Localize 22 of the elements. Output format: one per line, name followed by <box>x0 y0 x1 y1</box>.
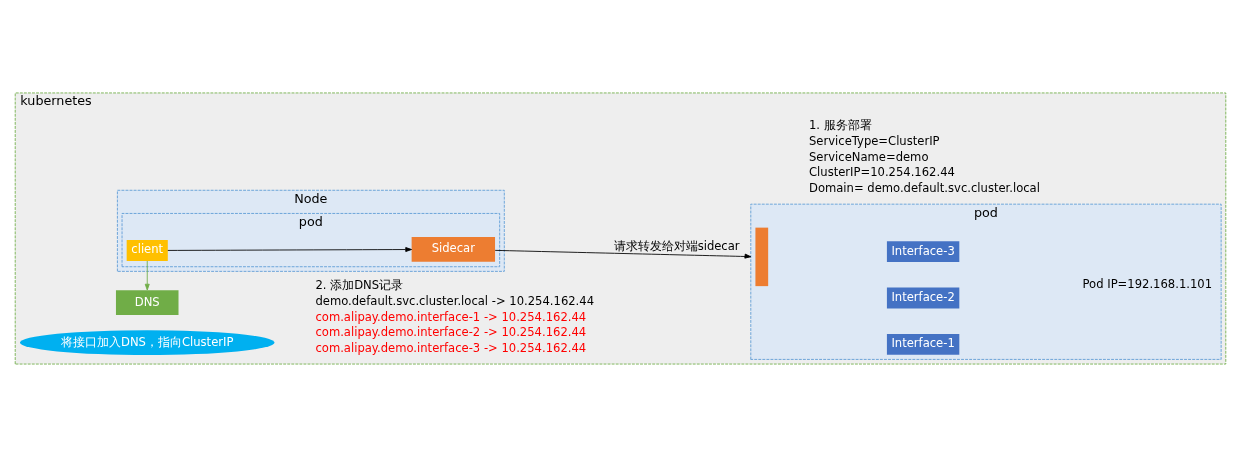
node-box: Sidecar <box>411 236 496 262</box>
node-box: Interface-1 <box>886 333 960 355</box>
label: ServiceName=demo <box>809 149 929 164</box>
node-bar <box>755 227 769 287</box>
label: 2. 添加DNS记录 <box>315 278 404 293</box>
label: com.alipay.demo.interface-3 -> 10.254.162.44 <box>315 340 587 355</box>
arrow <box>494 249 752 259</box>
arrow <box>144 260 150 291</box>
label: 1. 服务部署 <box>809 118 872 133</box>
node-box: DNS <box>115 290 179 316</box>
label: com.alipay.demo.interface-1 -> 10.254.162.44 <box>315 309 587 324</box>
node-box: client <box>126 240 168 261</box>
node-box: Interface-2 <box>886 287 960 309</box>
label: ClusterIP=10.254.162.44 <box>809 165 955 180</box>
label: ServiceType=ClusterIP <box>809 134 940 149</box>
label: com.alipay.demo.interface-2 -> 10.254.162.44 <box>315 325 587 340</box>
node-ellipse: 将接口加入DNS，指向ClusterIP <box>19 330 275 356</box>
label: demo.default.svc.cluster.local -> 10.254.162.44 <box>315 293 595 308</box>
edge-label: 请求转发给对端sidecar <box>613 238 740 253</box>
node-box: Interface-3 <box>886 241 960 263</box>
label: Domain= demo.default.svc.cluster.local <box>809 181 1040 196</box>
arrow <box>167 247 412 252</box>
